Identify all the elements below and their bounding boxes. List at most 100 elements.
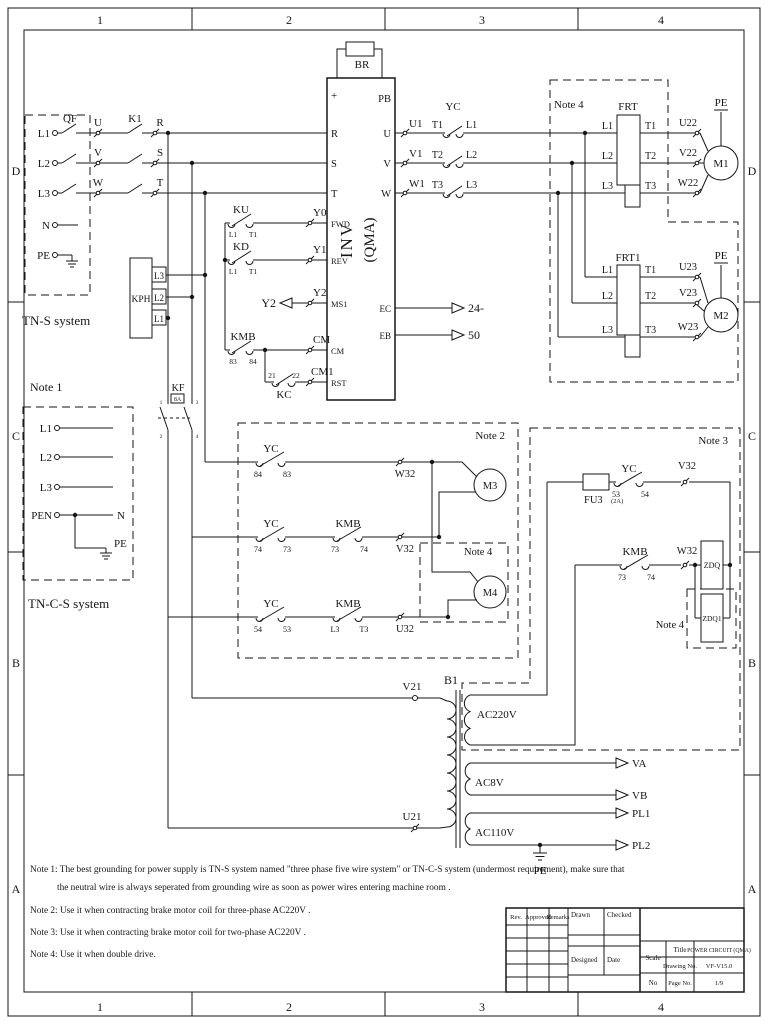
note3-kmb-74: 74 [647,573,655,582]
ground-symbol-note1 [100,548,112,560]
frame-row-c-left: C [12,429,20,443]
note2-kmb2-74: 74 [360,545,368,554]
output-rows: YC U1 T1 L1 V1 T2 L2 W1 T3 L3 [395,101,625,198]
note2-yc3-53: 53 [283,625,291,634]
supply-section: L1 L2 L3 N PE QF K1 [22,113,327,828]
kf-switch: KF 8A 1 2 3 4 [158,383,199,440]
frt1-l2: L2 [602,291,613,302]
va-wire-label: VA [632,758,647,770]
note2-kmb2-label: KMB [335,518,360,530]
m3-motor-label: M3 [483,481,498,492]
tb-page-label: Page No. [668,980,692,987]
tb-date: Date [607,956,620,964]
frame-row-d-left: D [12,164,21,178]
cm1-wire-label: CM1 [311,366,334,378]
note4-top-label: Note 4 [554,99,584,111]
note3-yc-label: YC [621,463,636,475]
tb-remarks: Remarks [546,914,570,921]
brake-resistor: BR [336,41,383,78]
kf-pole-3: 3 [196,400,199,406]
u1-wire-label: U1 [409,118,422,130]
wire-r-label: R [156,117,164,129]
frt-l3: L3 [602,181,613,192]
inv-term-cm: CM [331,346,345,356]
frt-t2: T2 [645,151,656,162]
note2-yc2-74: 74 [254,545,262,554]
frame-col-1-bottom: 1 [97,1000,103,1014]
frame-row-b-left: B [12,656,20,670]
frame-row-b-right: B [748,656,756,670]
m2-motor-label: M2 [713,310,728,322]
pl2-wire-label: PL2 [632,840,650,852]
fu3-label: FU3 [584,495,603,506]
inv-term-t: T [331,189,338,200]
note2-yc3-label: YC [263,598,278,610]
yc-l3-label: L3 [466,180,477,191]
note2-yc1-83: 83 [283,470,291,479]
ec-eb-outputs: 24- 50 [395,301,484,342]
note2-yc1-84: 84 [254,470,262,479]
y2-ext-label: Y2 [261,296,276,310]
kf-pole-1: 1 [160,400,163,406]
y2-input-row: Y2 Y2 [261,287,327,310]
note2-note4-label: Note 4 [464,547,493,558]
note1-n: N [117,510,125,522]
kc-22: 22 [292,371,300,380]
supply-n-label: N [42,220,50,232]
note3-kmb-label: KMB [622,546,647,558]
frame-col-2-bottom: 2 [286,1000,292,1014]
w32-wire-label: W32 [395,469,415,480]
frame-col-3-bottom: 3 [479,1000,485,1014]
note2-yc1-label: YC [263,443,278,455]
u23-wire-label: U23 [679,262,697,273]
phase-row-t [58,183,327,194]
kc-label: KC [276,389,291,401]
ac110v-label: AC110V [475,827,514,839]
u22-wire-label: U22 [679,118,697,129]
kph-label: KPH [131,295,150,305]
inv-term-ms1: MS1 [331,299,348,309]
zdq1-label: ZDQ1 [702,614,721,623]
frt1-t1: T1 [645,265,656,276]
inverter-block: INV (QMA) + R S T FWD REV MS1 CM RST PB … [326,41,484,401]
note3-label: Note 3 [698,435,728,447]
fu3-rating: (2A) [611,498,623,505]
note2-label: Note 2 [475,430,505,442]
note1-l2: L2 [40,452,52,464]
note2-kmb2-73: 73 [331,545,339,554]
frame-col-4-top: 4 [658,13,664,27]
note3-line: Note 3: Use it when contracting brake mo… [30,927,306,938]
inv-model: (QMA) [362,218,378,263]
note2-line: Note 2: Use it when contracting brake mo… [30,905,310,916]
drawing-frame: 1 2 3 4 1 2 3 4 D C B A D C B A [7,7,761,1017]
inv-term-rst: RST [331,378,347,388]
m2-pe-label: PE [715,250,728,262]
inv-term-u: U [383,129,391,140]
note2-kmb3-t3: T3 [360,625,369,634]
v32-wire-label: V32 [396,544,414,555]
w23-wire-label: W23 [678,322,698,333]
note2-kmb3-label: KMB [335,598,360,610]
w22-wire-label: W22 [678,178,698,189]
phase-row-r [58,123,327,134]
kd-label: KD [233,241,249,253]
inv-term-v: V [383,159,391,170]
note3-yc-54: 54 [641,490,649,499]
yc-l1-label: L1 [466,120,477,131]
w1-wire-label: W1 [409,178,425,190]
note1-label: Note 1 [30,380,62,394]
kf-pole-2: 2 [160,434,163,440]
inv-term-w: W [381,189,391,200]
note2-yc2-73: 73 [283,545,291,554]
kf-pole-4: 4 [196,434,199,440]
frame-row-c-right: C [748,429,756,443]
wire-s-label: S [157,147,163,159]
title-block: Rev. Approved Remarks Drawn Checked Desi… [505,907,751,993]
ku-t1: T1 [249,230,258,239]
cm-wire-label: CM [313,334,330,346]
frt-l1: L1 [602,121,613,132]
inv-term-s: S [331,159,337,170]
m1-motor-label: M1 [713,158,728,170]
v1-wire-label: V1 [409,148,422,160]
